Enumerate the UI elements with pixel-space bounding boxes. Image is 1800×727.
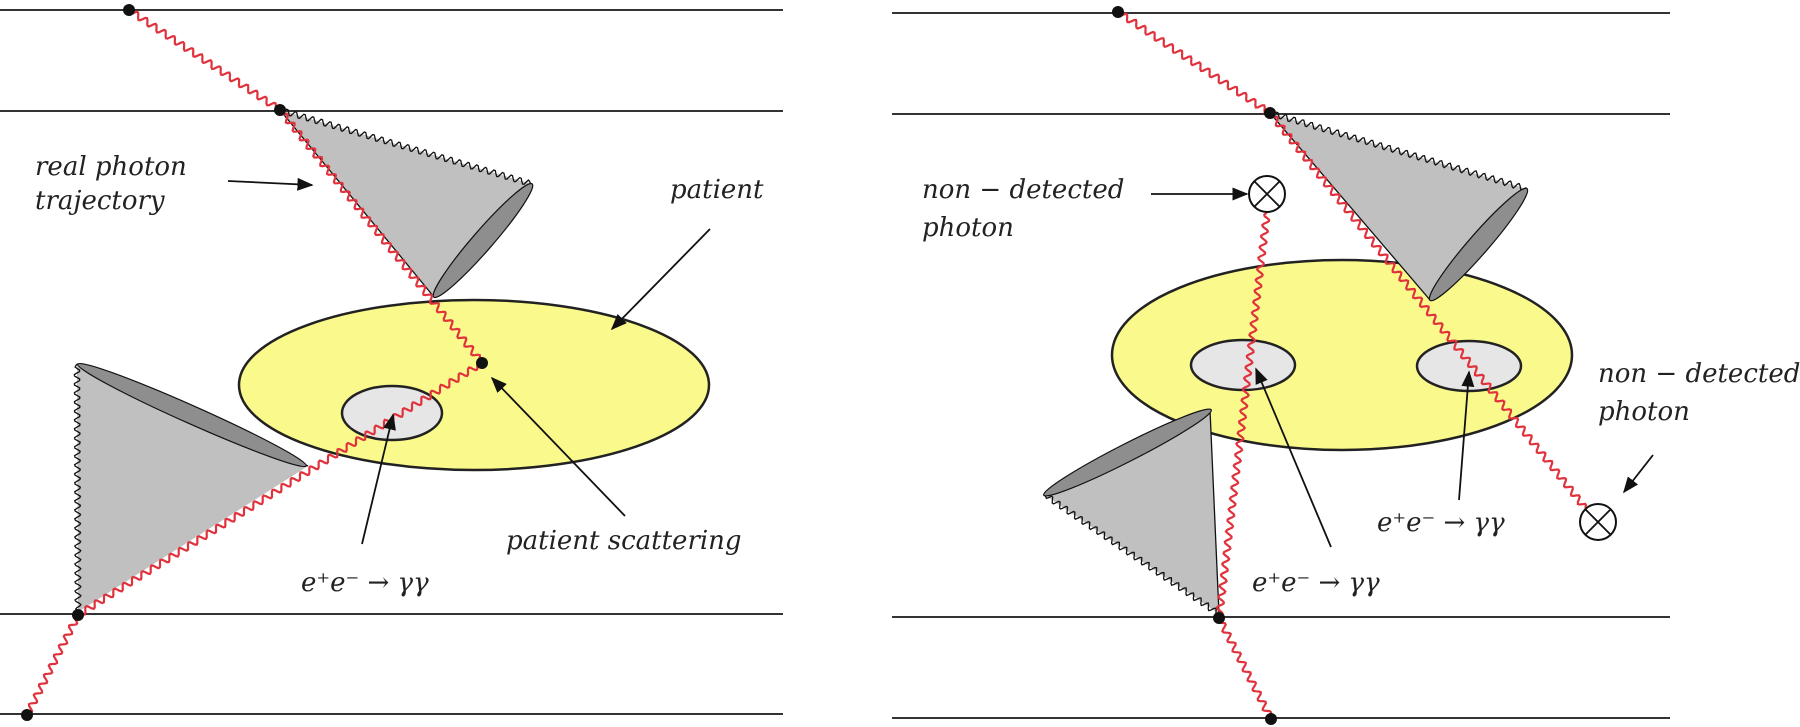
detection-dot: [1264, 107, 1276, 119]
photon-trajectory-left: [1215, 211, 1273, 720]
photon-trajectory-scattered: [25, 361, 482, 716]
detection-dot: [1213, 612, 1225, 624]
compton-cone-bottom-opening: [77, 362, 307, 468]
detection-dot: [274, 104, 286, 116]
annihilation-region: [1189, 338, 1297, 392]
photon-trajectory-top: [127, 9, 483, 365]
compton-cone-top: [1269, 111, 1529, 302]
detection-dot: [123, 4, 135, 16]
compton-cone-top-opening: [1428, 187, 1529, 302]
patient-body: [1110, 258, 1574, 452]
label-real-photon: real photon: [35, 152, 187, 182]
label-annihilation-left: e⁺e⁻ → γγ: [1252, 568, 1380, 598]
detection-dot: [1265, 713, 1277, 725]
arrow-icon: [227, 177, 314, 191]
arrow-icon: [361, 413, 396, 545]
annihilation-region: [340, 384, 444, 442]
non-detected-photon-icon: [1579, 503, 1617, 541]
left-panel: real photon trajectory patient patient s…: [0, 4, 783, 721]
label-annihilation: e⁺e⁻ → γγ: [301, 568, 429, 598]
compton-cone-bottom-opening: [1043, 408, 1212, 497]
scattering-dot: [476, 357, 488, 369]
label-non-detected-top: non − detected: [922, 175, 1124, 205]
arrow-icon: [1623, 454, 1654, 494]
right-panel: non − detected photon non − detected pho…: [892, 6, 1800, 725]
label-non-detected-right-photon: photon: [1598, 397, 1690, 427]
label-patient: patient: [670, 175, 764, 205]
photon-trajectory-right: [1116, 11, 1588, 510]
patient-body: [237, 298, 711, 472]
label-non-detected-right: non − detected: [1598, 359, 1800, 389]
compton-cone-bottom: [1043, 408, 1220, 615]
label-non-detected-top-photon: photon: [922, 213, 1014, 243]
detection-dot: [21, 709, 33, 721]
arrow-icon: [1255, 367, 1332, 548]
label-patient-scattering: patient scattering: [506, 526, 742, 556]
compton-cone-bottom: [73, 362, 309, 613]
compton-cone-top-opening: [432, 182, 534, 299]
arrow-icon: [1458, 370, 1475, 501]
arrow-icon: [490, 376, 626, 517]
detection-dot: [72, 609, 84, 621]
label-trajectory: trajectory: [35, 186, 165, 216]
detection-dot: [1112, 6, 1124, 18]
label-annihilation-right: e⁺e⁻ → γγ: [1377, 508, 1505, 538]
non-detected-photon-icon: [1248, 175, 1286, 213]
arrow-icon: [610, 228, 711, 331]
